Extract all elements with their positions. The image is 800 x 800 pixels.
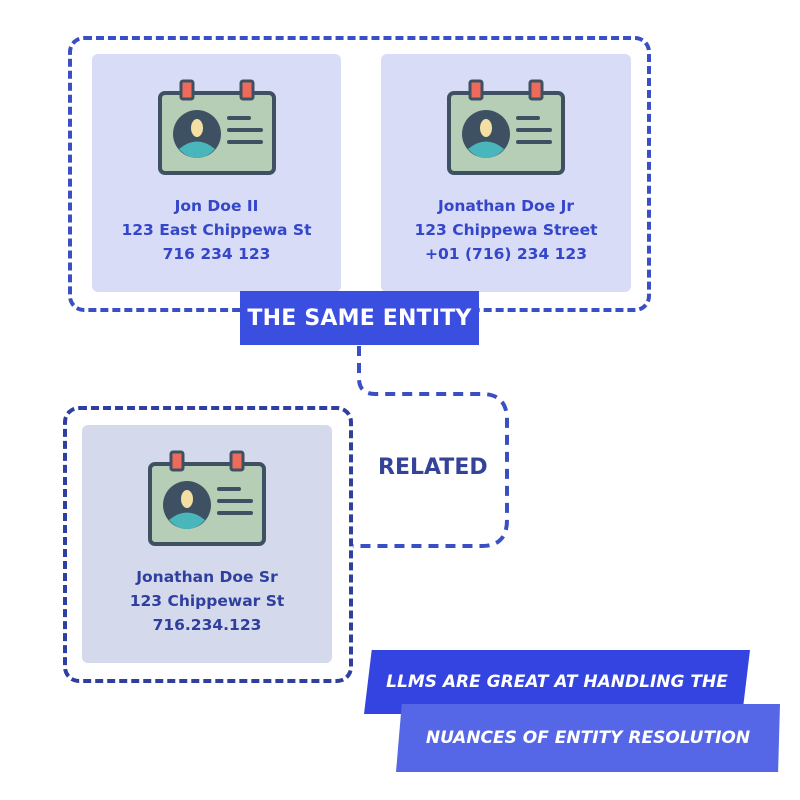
entity-card: Jonathan Doe Jr 123 Chippewa Street +01 … — [381, 54, 631, 292]
card-phone: 716.234.123 — [152, 616, 262, 634]
banner-line-2: NUANCES OF ENTITY RESOLUTION — [396, 704, 780, 772]
entity-card: Jon Doe II 123 East Chippewa St 716 234 … — [92, 54, 341, 292]
related-entity-group — [63, 406, 353, 683]
card-details: Jonathan Doe Sr 123 Chippewar St 716.234… — [130, 565, 285, 637]
card-name: Jon Doe II — [174, 197, 259, 215]
id-badge-icon — [447, 79, 565, 175]
same-entity-label: THE SAME ENTITY — [240, 291, 479, 345]
card-phone: 716 234 123 — [162, 245, 271, 263]
id-badge-icon — [157, 79, 276, 175]
card-name: Jonathan Doe Jr — [437, 197, 575, 215]
banner-line-1-text: LLMS ARE GREAT AT HANDLING THE — [386, 672, 728, 692]
card-phone: +01 (716) 234 123 — [425, 245, 587, 263]
card-name: Jonathan Doe Sr — [136, 568, 278, 586]
banner-line-2-text: NUANCES OF ENTITY RESOLUTION — [425, 728, 751, 748]
card-address: 123 East Chippewa St — [121, 221, 312, 239]
id-badge-icon — [148, 450, 266, 546]
card-address: 123 Chippewa Street — [414, 221, 598, 239]
related-label: RELATED — [378, 455, 488, 480]
card-details: Jonathan Doe Jr 123 Chippewa Street +01 … — [414, 194, 597, 266]
entity-card: Jonathan Doe Sr 123 Chippewar St 716.234… — [82, 425, 332, 663]
banner-line-1: LLMS ARE GREAT AT HANDLING THE — [364, 650, 750, 714]
card-details: Jon Doe II 123 East Chippewa St 716 234 … — [121, 194, 311, 266]
card-address: 123 Chippewar St — [129, 592, 285, 610]
